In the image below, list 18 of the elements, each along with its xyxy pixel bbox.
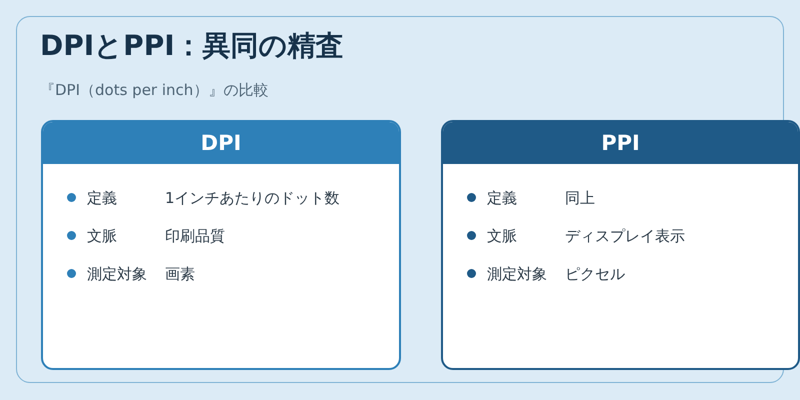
item-label: 定義 xyxy=(487,188,517,209)
card-header: PPI xyxy=(443,122,798,164)
item-value: ピクセル xyxy=(565,264,625,285)
item-value: 同上 xyxy=(565,188,595,209)
item-value: 画素 xyxy=(165,264,195,285)
item-label: 文脈 xyxy=(487,226,517,247)
item-label: 測定対象 xyxy=(87,264,147,285)
item-value: ディスプレイ表示 xyxy=(565,226,685,247)
item-label: 定義 xyxy=(87,188,117,209)
item-value: 印刷品質 xyxy=(165,226,225,247)
comparison-card xyxy=(41,120,401,370)
comparison-card xyxy=(441,120,800,370)
item-value: 1インチあたりのドット数 xyxy=(165,188,340,209)
item-label: 文脈 xyxy=(87,226,117,247)
item-label: 測定対象 xyxy=(487,264,547,285)
title: DPIとPPI：異同の精査 xyxy=(40,28,344,64)
subtitle: 『DPI（dots per inch）』の比較 xyxy=(40,80,268,101)
card-header: DPI xyxy=(43,122,399,164)
